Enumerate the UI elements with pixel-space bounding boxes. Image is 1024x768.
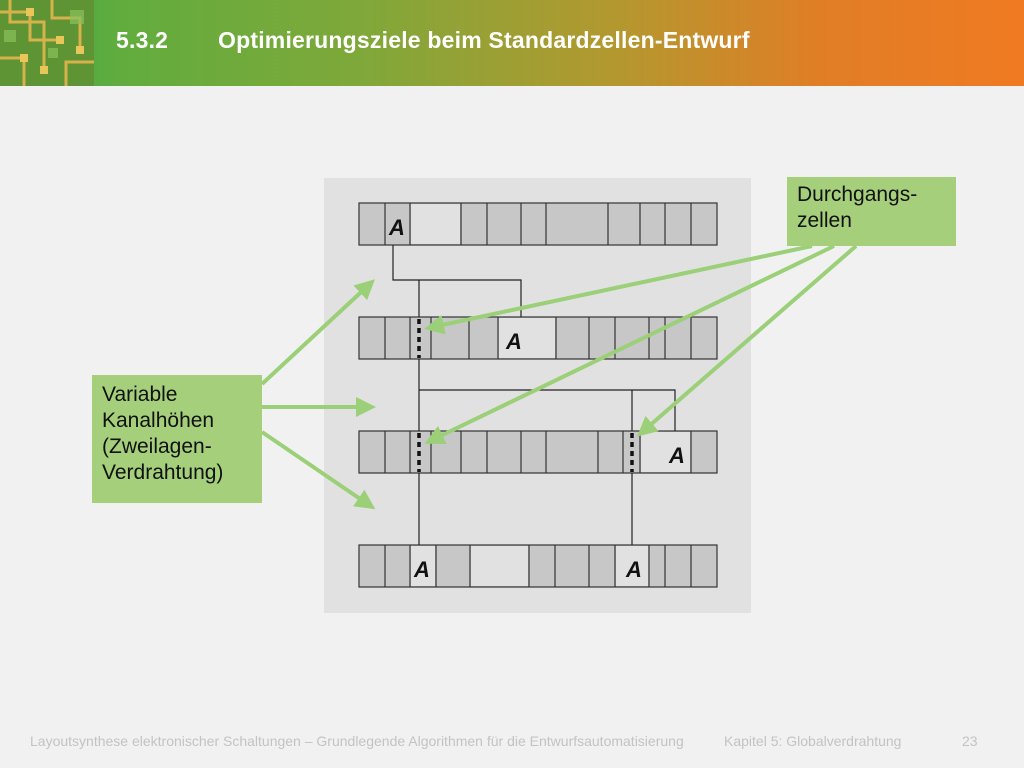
feedthrough-arrows	[424, 244, 858, 445]
callout-variable-kanalhoehen: Variable Kanalhöhen (Zweilagen- Verdraht…	[92, 375, 262, 503]
callout-kanalhoehen-line-4: Verdrahtung)	[102, 461, 224, 484]
callout-durchgangszellen-line-1: Durchgangs-	[797, 183, 918, 206]
section-number: 5.3.2	[116, 27, 169, 53]
cell-a-label: A	[505, 329, 522, 354]
cell-a-label: A	[388, 215, 405, 240]
cell-row-4: A A	[358, 544, 718, 588]
cell-row-2: A	[358, 316, 718, 360]
footer-page-number: 23	[962, 733, 978, 749]
cell-row-3: A	[358, 430, 718, 474]
cell-a-label: A	[413, 557, 430, 582]
standard-cell-diagram-panel	[324, 178, 751, 613]
cell-a-label: A	[668, 443, 685, 468]
callout-durchgangszellen-line-2: zellen	[797, 209, 852, 232]
slide-title: Optimierungsziele beim Standardzellen-En…	[218, 27, 750, 53]
callout-kanalhoehen-line-2: Kanalhöhen	[102, 409, 215, 432]
cell-row-1: A	[358, 202, 718, 246]
net-wiring	[392, 245, 676, 545]
callout-kanalhoehen-line-1: Variable	[102, 383, 178, 406]
cell-a-label: A	[625, 557, 642, 582]
footer-course-title: Layoutsynthese elektronischer Schaltunge…	[30, 733, 684, 749]
callout-kanalhoehen-line-3: (Zweilagen-	[102, 435, 212, 458]
callout-durchgangszellen: Durchgangs- zellen	[787, 177, 956, 246]
header-bar: 5.3.2 Optimierungsziele beim Standardzel…	[0, 0, 1024, 86]
footer-chapter: Kapitel 5: Globalverdrahtung	[724, 733, 902, 749]
channel-height-arrows	[260, 279, 376, 510]
circuit-logo-icon	[0, 0, 94, 86]
